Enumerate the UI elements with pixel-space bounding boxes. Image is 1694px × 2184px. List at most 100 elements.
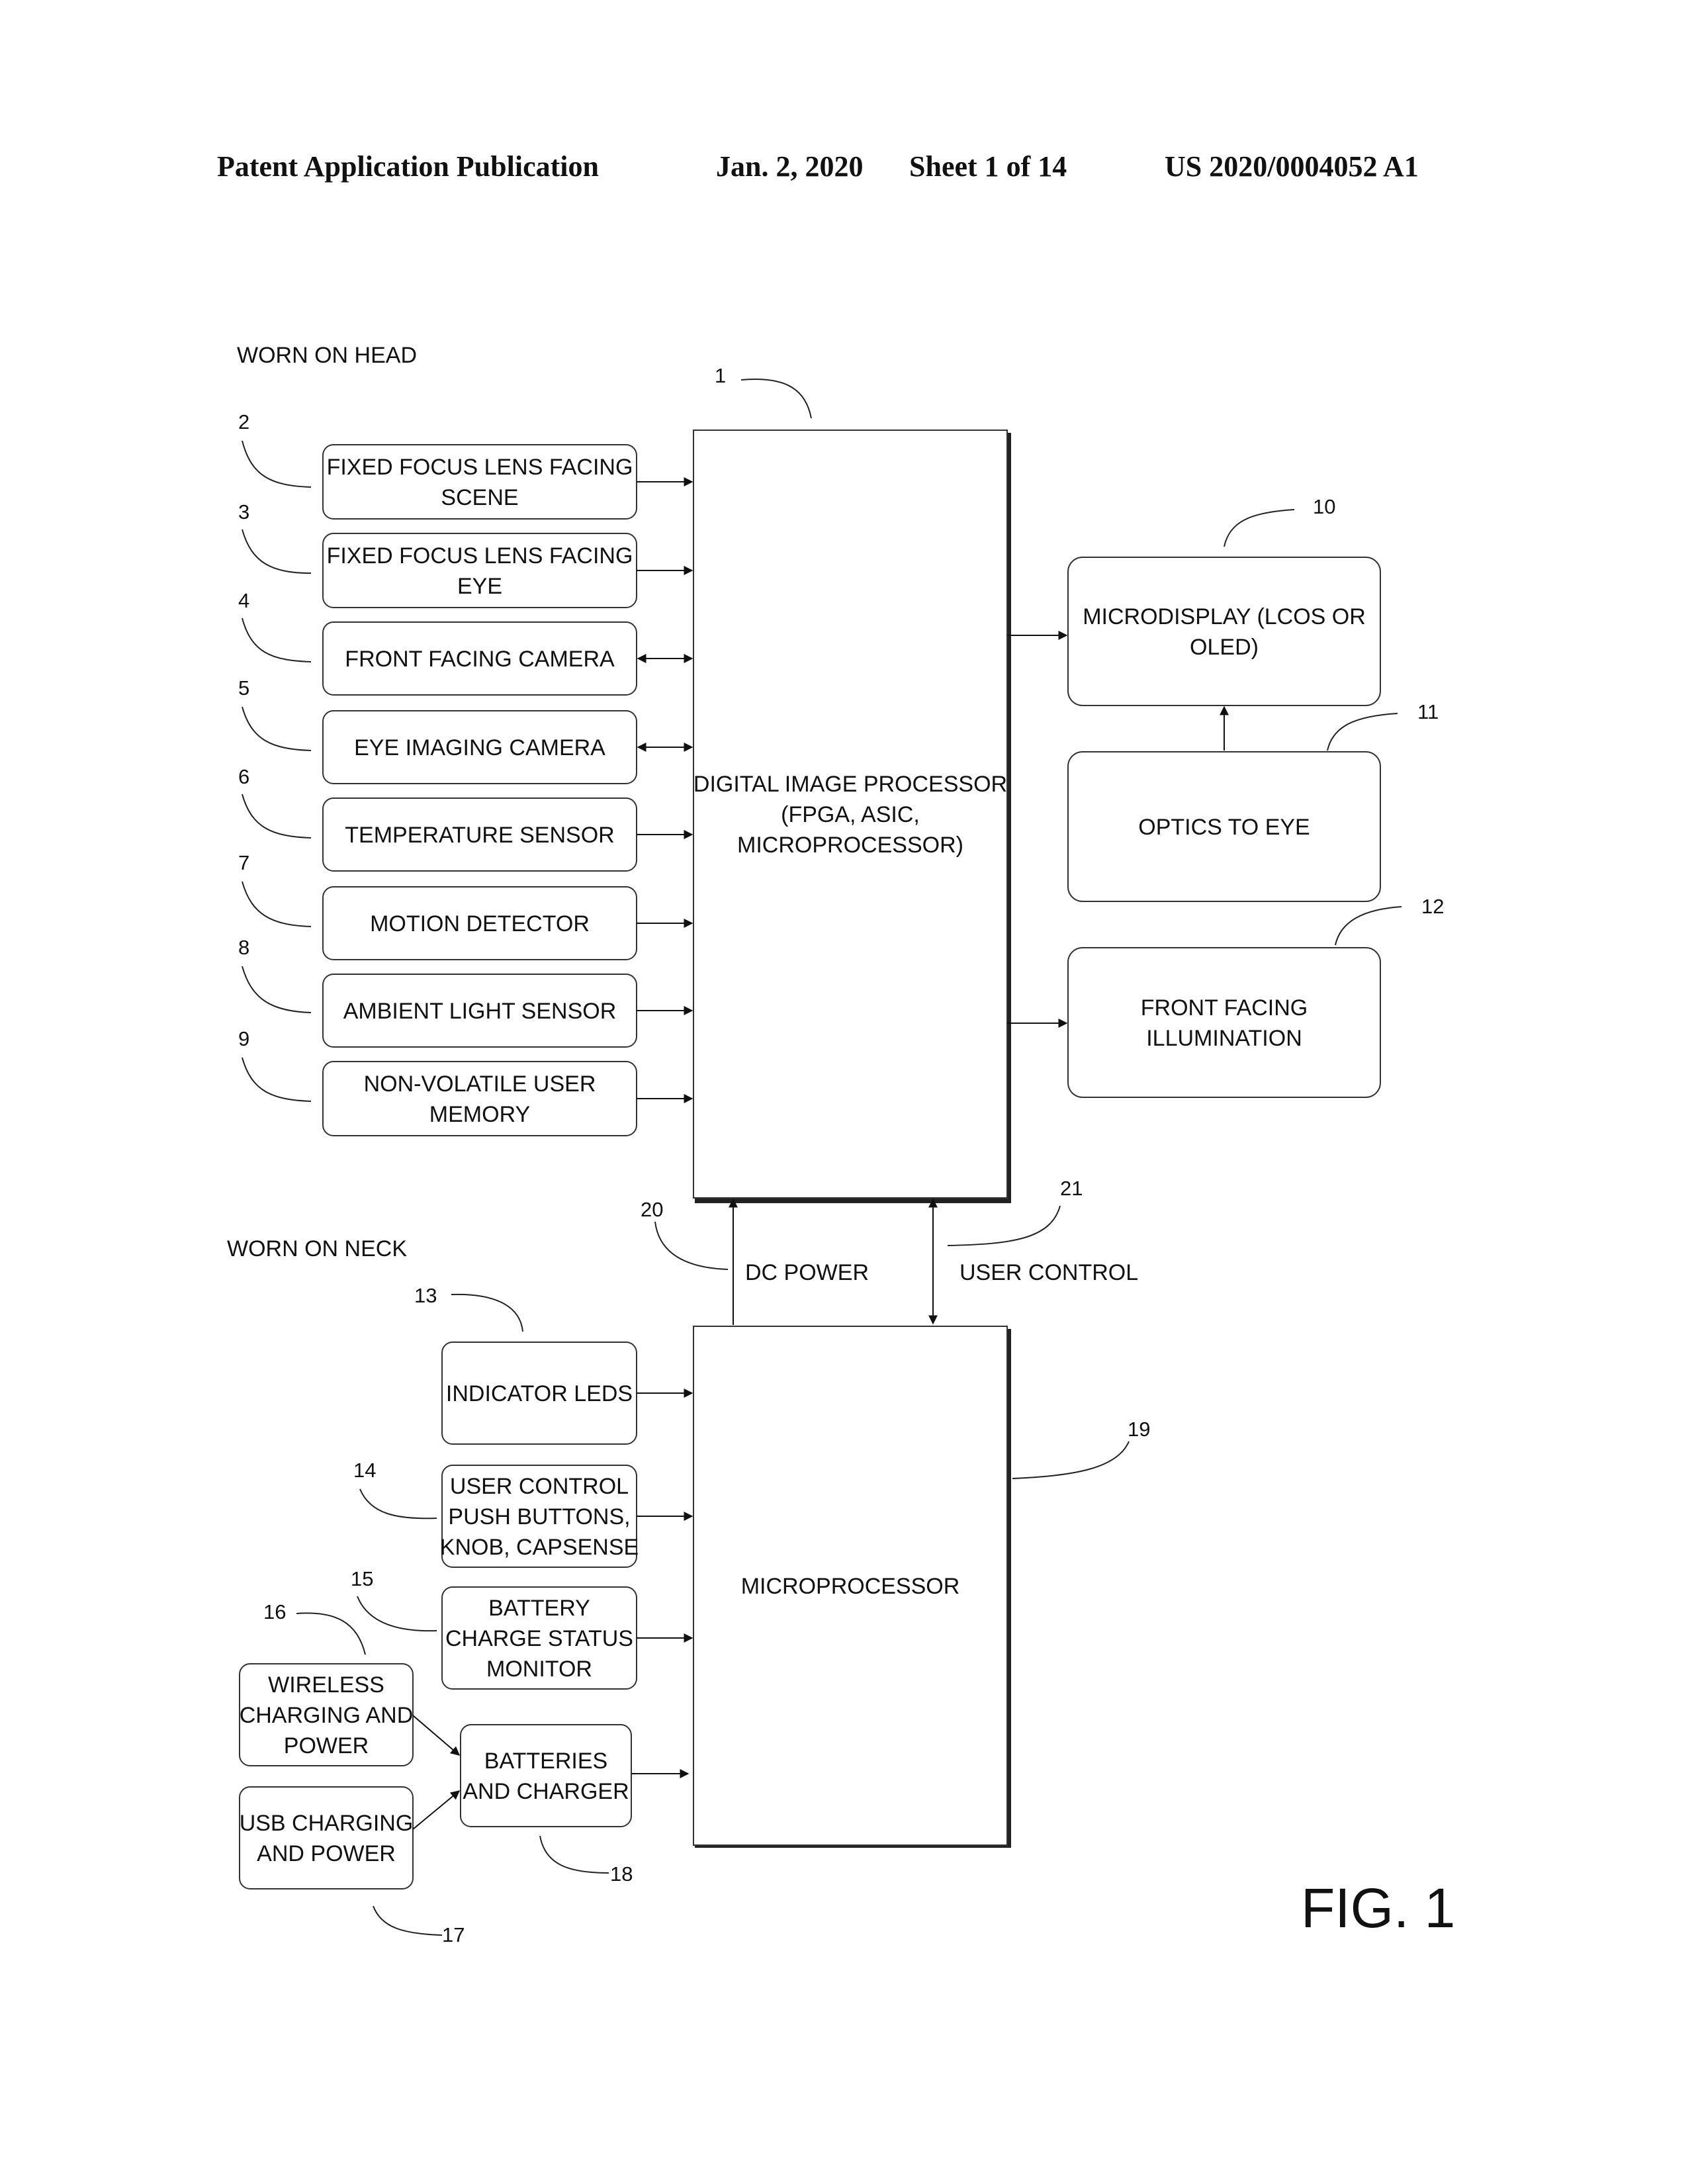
processor-box bbox=[693, 430, 1008, 1199]
reference-numeral-16: 16 bbox=[263, 1600, 286, 1623]
figure-label: FIG. 1 bbox=[1301, 1877, 1455, 1939]
processor-label-line: MICROPROCESSOR) bbox=[737, 833, 963, 858]
wireless-to-batteries-arrow bbox=[412, 1715, 461, 1756]
sheet-number: Sheet 1 of 14 bbox=[909, 150, 1067, 183]
lens-eye-label-line: FIXED FOCUS LENS FACING bbox=[327, 543, 633, 569]
illumination-label-line: ILLUMINATION bbox=[1146, 1026, 1302, 1051]
leader-line bbox=[359, 1488, 437, 1520]
motion-block: MOTION DETECTOR bbox=[322, 886, 637, 960]
microprocessor-label-line: MICROPROCESSOR bbox=[741, 1574, 960, 1599]
memory-label-line: NON-VOLATILE USER bbox=[364, 1071, 596, 1097]
batteries-label-line: AND CHARGER bbox=[463, 1779, 629, 1804]
lens-scene-label-line: FIXED FOCUS LENS FACING bbox=[327, 455, 633, 480]
battery-monitor-label-line: BATTERY bbox=[488, 1596, 590, 1621]
reference-numeral-13: 13 bbox=[414, 1284, 437, 1307]
reference-numeral-17: 17 bbox=[442, 1923, 465, 1946]
reference-numeral-1: 1 bbox=[715, 364, 726, 387]
front-camera-label-line: FRONT FACING CAMERA bbox=[345, 647, 615, 672]
ambient-block: AMBIENT LIGHT SENSOR bbox=[322, 974, 637, 1048]
reference-numeral-18: 18 bbox=[610, 1862, 633, 1886]
leader-line bbox=[296, 1612, 366, 1655]
worn-on-neck-label: WORN ON NECK bbox=[227, 1236, 407, 1261]
lens-scene-label-line: SCENE bbox=[441, 485, 518, 510]
user-control-label-line: KNOB, CAPSENSE bbox=[440, 1535, 639, 1560]
reference-numeral-5: 5 bbox=[238, 676, 249, 700]
leader-line bbox=[242, 794, 312, 839]
illumination-label-line: FRONT FACING bbox=[1141, 995, 1308, 1021]
microdisplay-box bbox=[1067, 557, 1381, 706]
leader-line bbox=[242, 440, 312, 488]
microprocessor-box bbox=[693, 1326, 1008, 1846]
leader-line bbox=[1335, 906, 1402, 946]
user-control-label-line: PUSH BUTTONS, bbox=[448, 1504, 630, 1529]
reference-numeral-11: 11 bbox=[1417, 700, 1439, 723]
memory-label-line: MEMORY bbox=[429, 1102, 530, 1127]
processor-label-line: (FPGA, ASIC, bbox=[781, 802, 920, 827]
wireless-block: WIRELESS CHARGING AND POWER bbox=[239, 1663, 414, 1766]
batteries-box bbox=[460, 1724, 632, 1827]
battery-monitor-label-line: MONITOR bbox=[486, 1657, 592, 1682]
leader-line bbox=[242, 1057, 312, 1102]
reference-numeral-3: 3 bbox=[238, 500, 249, 523]
lens-scene-block: FIXED FOCUS LENS FACING SCENE bbox=[322, 444, 637, 520]
publication-date: Jan. 2, 2020 bbox=[716, 150, 863, 183]
dc-power-label: DC POWER bbox=[745, 1260, 869, 1285]
usb-label-line: AND POWER bbox=[257, 1841, 396, 1866]
battery-monitor-block: BATTERY CHARGE STATUS MONITOR bbox=[441, 1586, 637, 1690]
leader-line bbox=[373, 1905, 443, 1936]
leader-line bbox=[242, 529, 312, 574]
leader-line bbox=[654, 1221, 729, 1270]
illumination-box bbox=[1067, 947, 1381, 1098]
battery-monitor-label-line: CHARGE STATUS bbox=[445, 1626, 633, 1651]
leader-line bbox=[242, 881, 312, 927]
leader-line bbox=[947, 1205, 1061, 1246]
optics-box bbox=[1067, 751, 1381, 902]
publication-number: US 2020/0004052 A1 bbox=[1165, 150, 1419, 183]
temp-sensor-block: TEMPERATURE SENSOR bbox=[322, 797, 637, 872]
leader-line bbox=[357, 1596, 437, 1632]
reference-numeral-21: 21 bbox=[1060, 1177, 1083, 1200]
lens-eye-block: FIXED FOCUS LENS FACING EYE bbox=[322, 533, 637, 608]
memory-block: NON-VOLATILE USER MEMORY bbox=[322, 1061, 637, 1136]
reference-numeral-14: 14 bbox=[353, 1459, 376, 1482]
reference-numeral-7: 7 bbox=[238, 851, 249, 874]
temp-sensor-label-line: TEMPERATURE SENSOR bbox=[345, 823, 614, 848]
publication-title: Patent Application Publication bbox=[217, 150, 599, 183]
wireless-label-line: POWER bbox=[284, 1733, 369, 1758]
reference-numeral-12: 12 bbox=[1421, 895, 1444, 918]
leds-label-line: INDICATOR LEDS bbox=[446, 1381, 633, 1406]
eye-camera-box bbox=[322, 710, 637, 784]
leader-line bbox=[740, 379, 812, 419]
wireless-box bbox=[239, 1663, 414, 1766]
blocks-layer: DIGITAL IMAGE PROCESSOR (FPGA, ASIC, MICRO… bbox=[239, 430, 1381, 1889]
leader-line bbox=[1224, 509, 1295, 547]
ambient-label-line: AMBIENT LIGHT SENSOR bbox=[343, 999, 617, 1024]
reference-numeral-4: 4 bbox=[238, 589, 249, 612]
processor-label-line: DIGITAL IMAGE PROCESSOR bbox=[693, 772, 1007, 797]
leader-line bbox=[242, 706, 312, 751]
user-control-label-line: USER CONTROL bbox=[450, 1474, 629, 1499]
leader-line bbox=[1012, 1441, 1130, 1479]
front-camera-block: FRONT FACING CAMERA bbox=[322, 621, 637, 696]
wireless-label-line: CHARGING AND bbox=[240, 1703, 414, 1728]
usb-to-batteries-arrow bbox=[412, 1790, 461, 1830]
leader-line bbox=[539, 1835, 609, 1874]
lens-eye-label-line: EYE bbox=[457, 574, 502, 599]
reference-numeral-10: 10 bbox=[1313, 495, 1335, 518]
user-control-link-label: USER CONTROL bbox=[959, 1260, 1138, 1285]
wireless-label-line: WIRELESS bbox=[268, 1672, 384, 1698]
reference-numeral-8: 8 bbox=[238, 936, 249, 959]
front-camera-box bbox=[322, 621, 637, 696]
microdisplay-label-line: OLED) bbox=[1190, 635, 1259, 660]
leds-block: INDICATOR LEDS bbox=[441, 1342, 637, 1445]
motion-label-line: MOTION DETECTOR bbox=[370, 911, 590, 936]
leader-line bbox=[1327, 713, 1398, 751]
usb-box bbox=[239, 1786, 414, 1889]
worn-on-head-label: WORN ON HEAD bbox=[237, 343, 417, 368]
reference-numeral-2: 2 bbox=[238, 410, 249, 433]
